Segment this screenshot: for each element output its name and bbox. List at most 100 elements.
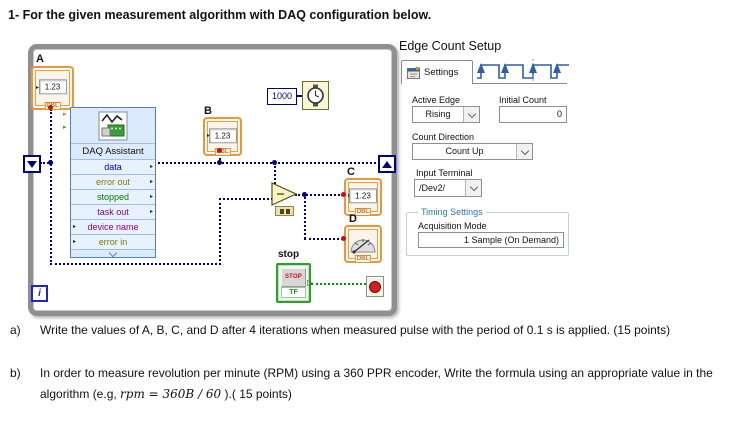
output-arrow-icon: ▸ <box>149 209 153 215</box>
coercion-dot <box>341 236 346 241</box>
wire-up-to-subtract <box>219 198 221 265</box>
page-title: 1- For the given measurement algorithm w… <box>8 8 432 22</box>
stop-sign-icon <box>369 280 381 293</box>
daq-row-task-out[interactable]: task out▸ <box>71 204 155 219</box>
terminal-d-label: D <box>349 213 357 225</box>
indicator-arrow-icon: ▸ <box>36 85 40 91</box>
count-direction-value: Count Up <box>445 146 484 156</box>
shift-register-down-icon <box>27 160 37 168</box>
coercion-dot <box>217 148 222 153</box>
terminal-b-type: DBL <box>214 148 231 156</box>
acquisition-mode-label: Acquisition Mode <box>418 221 487 231</box>
wait-ms-constant[interactable]: 1000 <box>267 88 297 105</box>
wire-bottom-horizontal <box>50 263 221 265</box>
wire-subtract-lower-input <box>219 198 273 200</box>
stop-label: stop <box>278 249 300 260</box>
shift-register-right[interactable] <box>378 155 396 173</box>
daq-row-data[interactable]: data▸ <box>71 159 155 174</box>
initial-count-label: Initial Count <box>499 95 547 105</box>
subtract-config-label <box>275 206 294 216</box>
stop-button[interactable]: STOP TF <box>276 263 311 303</box>
chevron-down-icon <box>520 146 529 155</box>
expand-chevron-icon[interactable] <box>71 248 155 258</box>
shift-register-up-icon <box>382 160 392 168</box>
terminal-d-type: DBL <box>354 255 372 263</box>
loop-condition-terminal[interactable] <box>366 276 384 297</box>
active-edge-dropdown[interactable]: Rising <box>412 106 480 123</box>
tab-settings[interactable]: Settings <box>401 60 473 84</box>
wire-subtract-upper-input <box>274 163 276 187</box>
terminal-c-label: C <box>347 166 355 178</box>
output-arrow-icon: ▸ <box>149 179 153 185</box>
terminal-b-label: B <box>204 105 212 117</box>
timing-settings-group: Timing Settings <box>406 207 569 256</box>
coercion-dot <box>341 192 346 197</box>
daq-row-device-name[interactable]: device name▸ <box>71 219 155 234</box>
chevron-down-icon <box>467 109 476 118</box>
terminal-b-value: 1.23 <box>208 127 237 143</box>
daq-assistant-node[interactable]: DAQ Assistant data▸ error out▸ stopped▸ … <box>70 107 156 258</box>
edge-pulse-waveform-icon <box>477 59 569 83</box>
terminal-d[interactable]: DBL <box>344 225 382 263</box>
wire-junction <box>48 160 53 165</box>
tab-settings-label: Settings <box>424 67 459 78</box>
wire-b-drop <box>219 151 221 163</box>
coercion-dot <box>48 105 53 110</box>
stop-boolean-type: TF <box>281 287 306 298</box>
shift-register-left[interactable] <box>23 155 41 173</box>
daq-input-stub-icon: ▸ <box>63 111 67 118</box>
wire-a-vertical <box>50 109 52 265</box>
wire-shiftreg-left <box>40 162 53 164</box>
wire-subtract-to-c <box>295 194 343 196</box>
wire-stop-boolean <box>311 283 366 285</box>
dropdown-button[interactable] <box>463 107 479 122</box>
subtract-function[interactable] <box>271 182 297 206</box>
active-edge-value: Rising <box>425 109 451 119</box>
terminal-c[interactable]: ▸ 1.23 DBL <box>344 178 382 216</box>
input-arrow-icon: ▸ <box>73 239 77 245</box>
output-arrow-icon: ▸ <box>149 194 153 200</box>
daq-row-error-out[interactable]: error out▸ <box>71 174 155 189</box>
initial-count-input[interactable]: 0 <box>499 106 567 123</box>
loop-iteration-terminal[interactable]: i <box>31 285 48 302</box>
stop-output-arrow-icon: ▷ <box>307 278 314 287</box>
question-a: a) Write the values of A, B, C, and D af… <box>10 320 722 341</box>
terminal-a-label: A <box>36 53 44 65</box>
wire-junction <box>272 160 277 165</box>
wire-wait-constant <box>295 95 303 97</box>
output-arrow-icon: ▸ <box>149 164 153 170</box>
wire-data-output <box>154 162 380 164</box>
wire-junction <box>302 192 307 197</box>
input-terminal-label: Input Terminal <box>416 168 473 178</box>
panel-title: Edge Count Setup <box>399 39 502 53</box>
input-arrow-icon: ▸ <box>73 224 77 230</box>
terminal-a[interactable]: ▸ 1.23 DBL <box>31 66 74 110</box>
input-terminal-dropdown[interactable]: /Dev2/ <box>414 179 482 197</box>
gauge-icon <box>350 239 376 254</box>
terminal-b[interactable]: ▸ 1.23 DBL <box>203 117 242 156</box>
question-a-marker: a) <box>10 323 21 337</box>
count-direction-dropdown[interactable]: Count Up <box>412 143 533 160</box>
question-b-text: In order to measure revolution per minut… <box>40 366 713 401</box>
terminal-a-value: 1.23 <box>38 79 67 95</box>
daq-row-stopped[interactable]: stopped▸ <box>71 189 155 204</box>
active-edge-label: Active Edge <box>412 95 461 105</box>
question-b: b) In order to measure revolution per mi… <box>10 363 732 405</box>
settings-icon <box>407 66 420 79</box>
acquisition-mode-input[interactable]: 1 Sample (On Demand) <box>418 232 564 248</box>
stop-button-face[interactable]: STOP <box>281 268 306 287</box>
question-a-text: Write the values of A, B, C, and D after… <box>40 323 671 337</box>
wait-ms-node[interactable] <box>302 81 329 110</box>
daq-row-error-in[interactable]: error in▸ <box>71 234 155 249</box>
dropdown-button[interactable] <box>465 180 481 196</box>
clock-icon <box>307 84 324 107</box>
dropdown-button[interactable] <box>516 144 532 159</box>
wire-down-to-d <box>304 194 306 239</box>
daq-assistant-icon <box>98 111 128 140</box>
terminal-c-value: 1.23 <box>349 188 377 204</box>
input-terminal-value: /Dev2/ <box>419 183 446 193</box>
wire-junction <box>217 160 222 165</box>
question-b-marker: b) <box>10 366 21 380</box>
count-direction-label: Count Direction <box>412 132 475 142</box>
